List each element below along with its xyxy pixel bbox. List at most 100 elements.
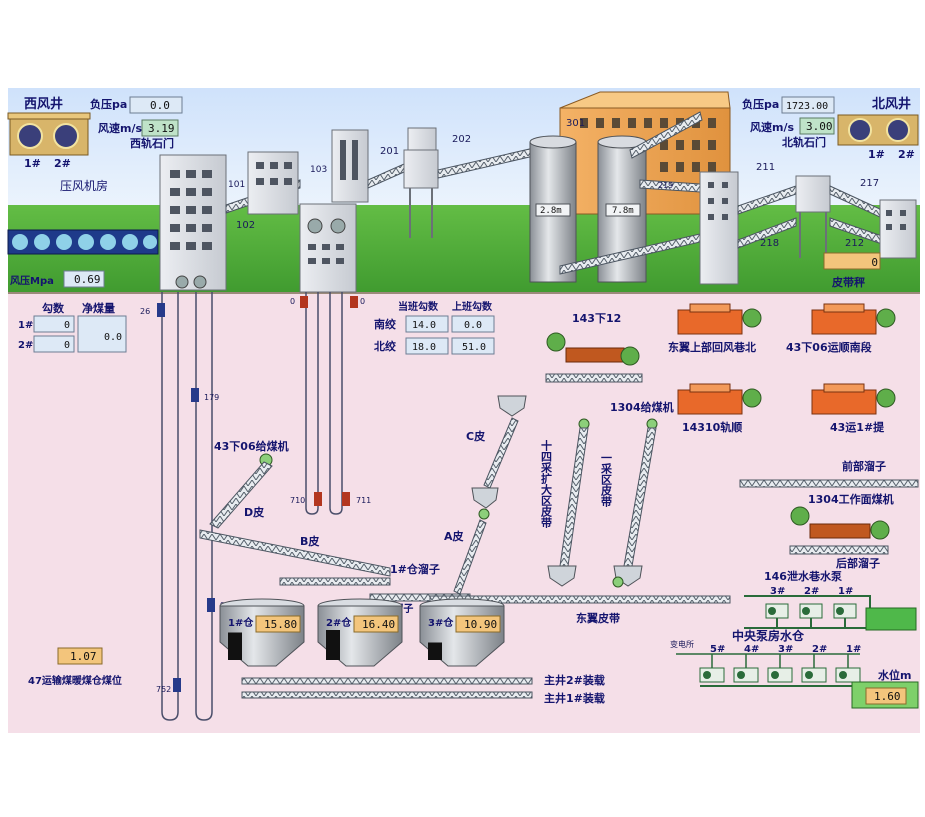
- pump-central-unit[interactable]: [767, 654, 793, 683]
- building-101-label: 101: [228, 180, 245, 190]
- building-217-group[interactable]: [795, 175, 831, 258]
- skip-indicator[interactable]: [173, 678, 181, 692]
- building-103-tower[interactable]: [331, 129, 369, 203]
- hook-row2-box: [33, 335, 75, 353]
- west-wind-speed-box: [141, 119, 179, 137]
- belt-d[interactable]: [209, 461, 273, 529]
- secondary-shaft-ropes: [305, 292, 343, 515]
- skip-indicator[interactable]: [157, 303, 165, 317]
- building-201[interactable]: [403, 149, 439, 238]
- skip-indicator[interactable]: [207, 598, 215, 612]
- south-previous-value: 0.0: [464, 320, 482, 331]
- bin1-chute[interactable]: [279, 577, 391, 586]
- machine-14310[interactable]: [677, 383, 762, 415]
- cutter-drum-icon: [790, 506, 810, 526]
- cage-indicator[interactable]: [300, 296, 308, 308]
- pump-central-unit[interactable]: [801, 654, 827, 683]
- pump-icon: [836, 607, 844, 615]
- hook-row1-box: [33, 315, 75, 333]
- machine-43-south[interactable]: [811, 303, 896, 335]
- bunker-c-top[interactable]: [497, 395, 527, 417]
- silo-2-label: 7.8m: [612, 206, 634, 216]
- compressor-icon: [78, 234, 94, 250]
- pump-central-label: 1#: [846, 644, 861, 655]
- building-103[interactable]: [299, 203, 357, 293]
- west-fan-unit[interactable]: [7, 112, 91, 156]
- machine-43-south-label: 43下06运顺南段: [786, 340, 872, 354]
- building-217-label: 217: [860, 178, 879, 189]
- building-201-upper[interactable]: [407, 127, 437, 151]
- west-gate-label: 西轨石门: [130, 136, 174, 150]
- compressor-icon: [56, 234, 72, 250]
- south-current-box: [405, 315, 449, 333]
- bunker-c-bottom[interactable]: [471, 487, 499, 509]
- north-previous-box: [451, 337, 495, 355]
- bin-43-value: 1.07: [70, 650, 97, 663]
- building-211[interactable]: [699, 171, 739, 285]
- rear-chute-label: 后部溜子: [836, 556, 880, 570]
- cutter-drum-icon: [876, 308, 896, 328]
- belt-b[interactable]: [199, 529, 391, 577]
- pump-central-unit[interactable]: [699, 654, 725, 683]
- net-coal-value: 0.0: [104, 332, 122, 343]
- cage-indicator[interactable]: [342, 492, 350, 506]
- hook-count-header: 勾数: [42, 301, 65, 315]
- cage-indicator[interactable]: [314, 492, 322, 506]
- underground-background: [8, 293, 920, 733]
- drain-pump-label: 146泄水巷水泵: [764, 569, 842, 583]
- pump-central-unit[interactable]: [835, 654, 861, 683]
- main-shaft-building[interactable]: [159, 154, 227, 291]
- equip-14312-label: 143下12: [572, 312, 621, 325]
- main-shaft-ropes: [161, 292, 213, 721]
- water-level-value: 1.60: [874, 690, 901, 703]
- bin-level-fill: [228, 632, 242, 660]
- west-neg-pressure-label: 负压pa: [90, 97, 127, 111]
- building-102[interactable]: [247, 151, 299, 215]
- north-previous-value: 51.0: [462, 342, 486, 353]
- fan-icon: [53, 123, 79, 149]
- west-neg-pressure-value: 0.0: [150, 99, 170, 112]
- west-shaft-title: 西风井: [24, 96, 63, 112]
- north-fan-unit[interactable]: [837, 114, 919, 146]
- belt-roller-icon: [478, 508, 490, 520]
- pump-icon: [703, 671, 711, 679]
- air-compressor-row[interactable]: [7, 229, 159, 255]
- pump-146-unit[interactable]: [833, 603, 857, 628]
- shearer-14312[interactable]: [545, 332, 643, 383]
- pump-146-unit[interactable]: [799, 603, 823, 628]
- machine-14310-label: 14310轨顺: [682, 420, 742, 434]
- bin-label: 1#仓: [228, 616, 254, 629]
- east-return-label: 东翼上部回风巷北: [668, 340, 756, 354]
- front-chute[interactable]: [739, 479, 919, 488]
- pump-146-header-pipe: [744, 595, 871, 610]
- bin-label: 3#仓: [428, 616, 454, 629]
- shearer-1304[interactable]: [789, 506, 890, 555]
- skip-indicator[interactable]: [191, 388, 199, 402]
- conveyor-218[interactable]: [737, 217, 797, 249]
- pump-icon: [805, 671, 813, 679]
- drain-water-tank[interactable]: [865, 607, 917, 631]
- pump-146-label: 2#: [804, 586, 819, 597]
- bunker-14-bottom[interactable]: [547, 565, 577, 587]
- main-well-1-belt[interactable]: [241, 691, 533, 699]
- shaft-710-label: 710: [290, 496, 305, 505]
- pump-central-unit[interactable]: [733, 654, 759, 683]
- pump-146-unit[interactable]: [765, 603, 789, 628]
- compressor-icon: [143, 235, 157, 249]
- cage-indicator[interactable]: [350, 296, 358, 308]
- substation-label: 变电所: [670, 639, 694, 649]
- west-fan-1-label: 1#: [24, 157, 41, 170]
- east-belt[interactable]: [429, 595, 731, 604]
- north-neg-pressure-value: 1723.00: [786, 101, 828, 112]
- main-well-2-belt[interactable]: [241, 677, 533, 685]
- conveyor-301[interactable]: [629, 111, 703, 159]
- machine-43-lift[interactable]: [811, 383, 896, 415]
- west-neg-pressure-box: [129, 96, 183, 114]
- building-212[interactable]: [879, 199, 917, 259]
- silo-1[interactable]: [529, 135, 577, 283]
- east-return-machine[interactable]: [677, 303, 762, 335]
